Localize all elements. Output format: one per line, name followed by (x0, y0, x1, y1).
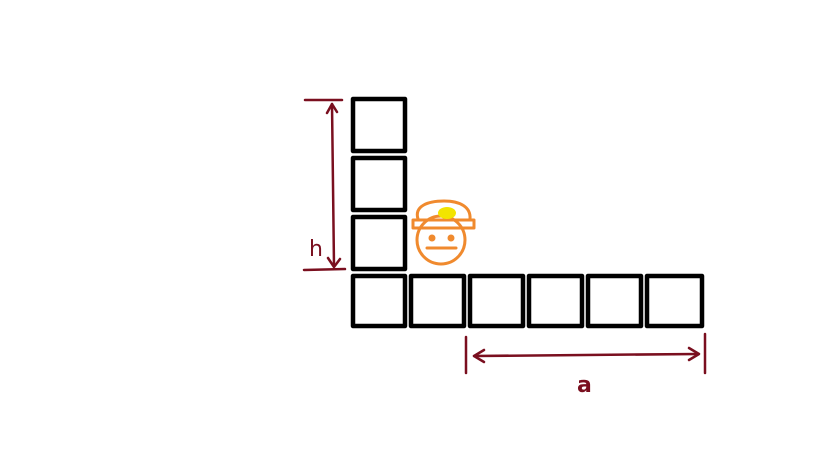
row-block (644, 273, 705, 329)
width-dimension (464, 332, 707, 375)
row-block (526, 273, 585, 329)
miner-face (415, 214, 467, 266)
row-block (467, 273, 526, 329)
row-block (408, 273, 467, 329)
height-dimension (302, 98, 347, 272)
height-arrow-bottom (326, 256, 342, 269)
height-arrow-top (325, 102, 339, 115)
row-block (585, 273, 644, 329)
column-blocks (350, 96, 408, 329)
width-label: a (577, 373, 592, 398)
column-block (350, 96, 408, 154)
miner-eye-right (447, 234, 455, 242)
headlamp-icon (438, 207, 456, 219)
miner-eye-left (428, 234, 436, 242)
width-line (472, 352, 700, 358)
column-block (350, 155, 408, 213)
column-block (350, 273, 408, 329)
miner-helmet (415, 199, 472, 221)
width-arrow-right (687, 346, 701, 362)
height-bottom-tick (302, 267, 347, 272)
row-blocks (408, 273, 705, 329)
height-label: h (309, 237, 323, 262)
column-block (350, 214, 408, 272)
width-arrow-left (472, 348, 486, 364)
height-line (330, 102, 336, 268)
